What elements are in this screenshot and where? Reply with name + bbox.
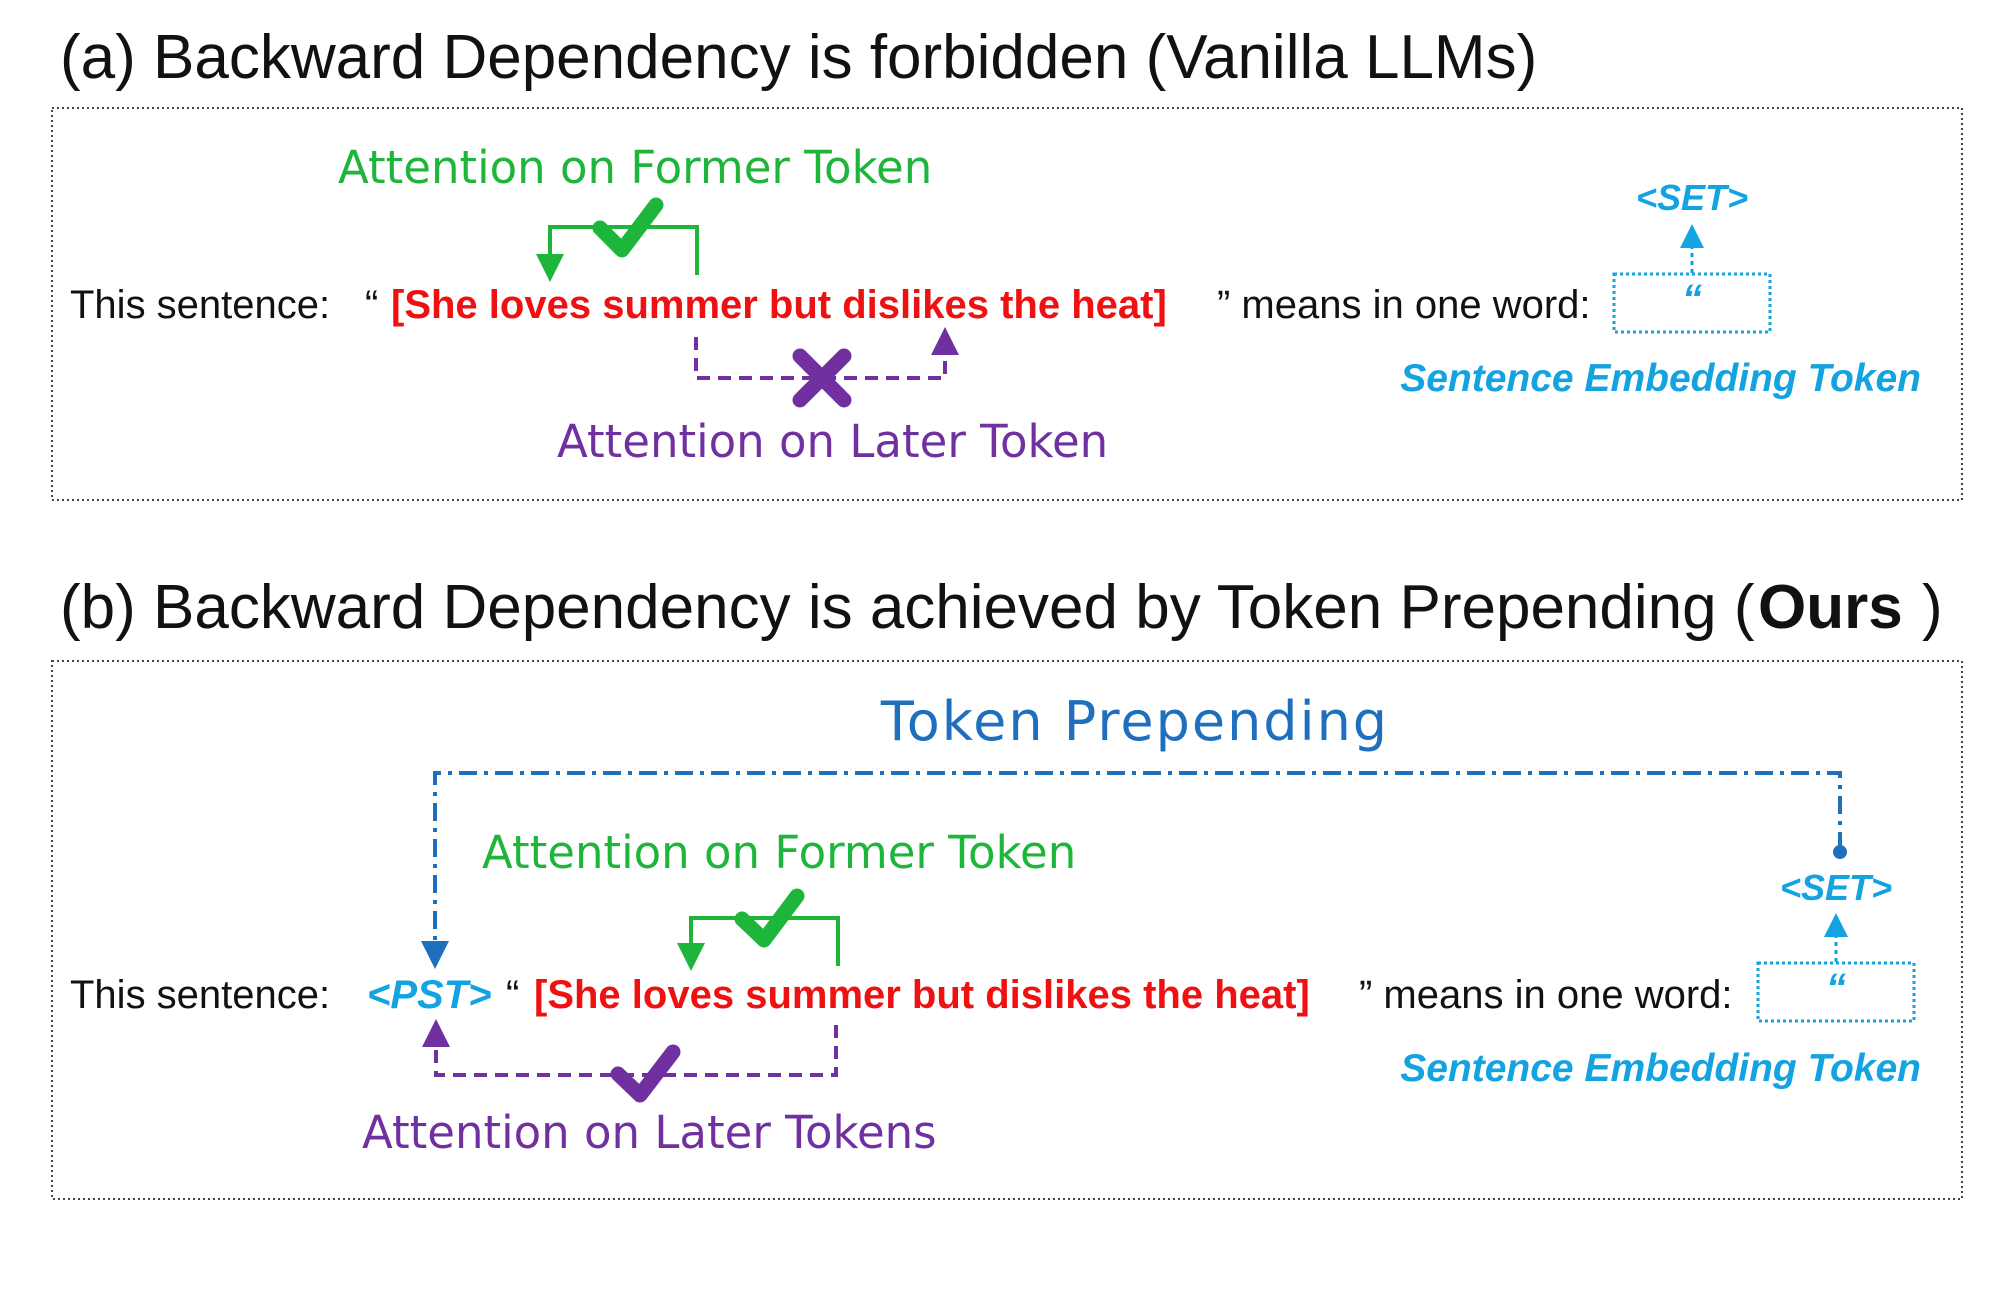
panel-a-set-token: <SET>: [1636, 177, 1748, 218]
panel-a-sentence: This sentence: “ [She loves summer but d…: [70, 283, 1591, 327]
panel-b-title-bold: Ours: [1758, 573, 1903, 642]
panel-a-embedding-box: [1612, 272, 1772, 334]
panel-a-cross-icon: [792, 348, 852, 408]
panel-b-check-icon-later: [610, 1044, 681, 1103]
panel-a-sentence-prefix: This sentence:: [70, 283, 330, 327]
panel-b-open-quote: “: [506, 973, 519, 1017]
panel-b-former-label: Attention on Former Token: [482, 826, 1076, 879]
panel-b-sentence-red: [She loves summer but dislikes the heat]: [534, 973, 1310, 1017]
panel-a-sentence-red: [She loves summer but dislikes the heat]: [391, 283, 1167, 327]
panel-b-sentence: This sentence: <PST> “ [She loves summer…: [70, 973, 1733, 1017]
panel-a-later-label: Attention on Later Token: [557, 415, 1108, 468]
panel-b-prepending-label: Token Prepending: [880, 690, 1389, 753]
panel-b-check-icon: [734, 888, 805, 948]
panel-b-frame: [51, 660, 1963, 1200]
panel-b-title: (b) Backward Dependency is achieved by T…: [60, 573, 1943, 642]
panel-a-sentence-suffix: ” means in one word:: [1217, 283, 1591, 327]
panel-b-box-quote: “: [1826, 966, 1846, 1010]
panel-b-later-arrow: [422, 1019, 838, 1077]
panel-b-sentence-suffix: ” means in one word:: [1359, 973, 1733, 1017]
panel-b-embedding-label: Sentence Embedding Token: [1400, 1047, 1921, 1090]
panel-a-check-icon: [592, 197, 664, 258]
panel-a-frame: [51, 107, 1963, 501]
panel-b-former-arrow: [677, 916, 840, 971]
panel-b-set-token: <SET>: [1780, 867, 1892, 908]
panel-a-title: (a) Backward Dependency is forbidden (Va…: [60, 23, 1537, 92]
panel-b-pst-token: <PST>: [367, 973, 492, 1017]
panel-a-box-quote: “: [1682, 277, 1702, 321]
panel-a-open-quote: “: [365, 283, 378, 327]
panel-b-sentence-prefix: This sentence:: [70, 973, 330, 1017]
panel-b-title-prefix: (b) Backward Dependency is achieved by T…: [60, 573, 1755, 642]
panel-b-prepending-arrow: [421, 771, 1842, 969]
panel-a-former-arrow: [536, 225, 699, 282]
panel-b-embedding-box: [1756, 961, 1916, 1023]
panel-b-later-label: Attention on Later Tokens: [362, 1106, 937, 1159]
panel-b-title-suffix: ): [1922, 573, 1943, 642]
panel-b-prepending-origin: [1833, 845, 1847, 859]
panel-a-embedding-label: Sentence Embedding Token: [1400, 357, 1921, 400]
panel-a-former-label: Attention on Former Token: [338, 141, 932, 194]
